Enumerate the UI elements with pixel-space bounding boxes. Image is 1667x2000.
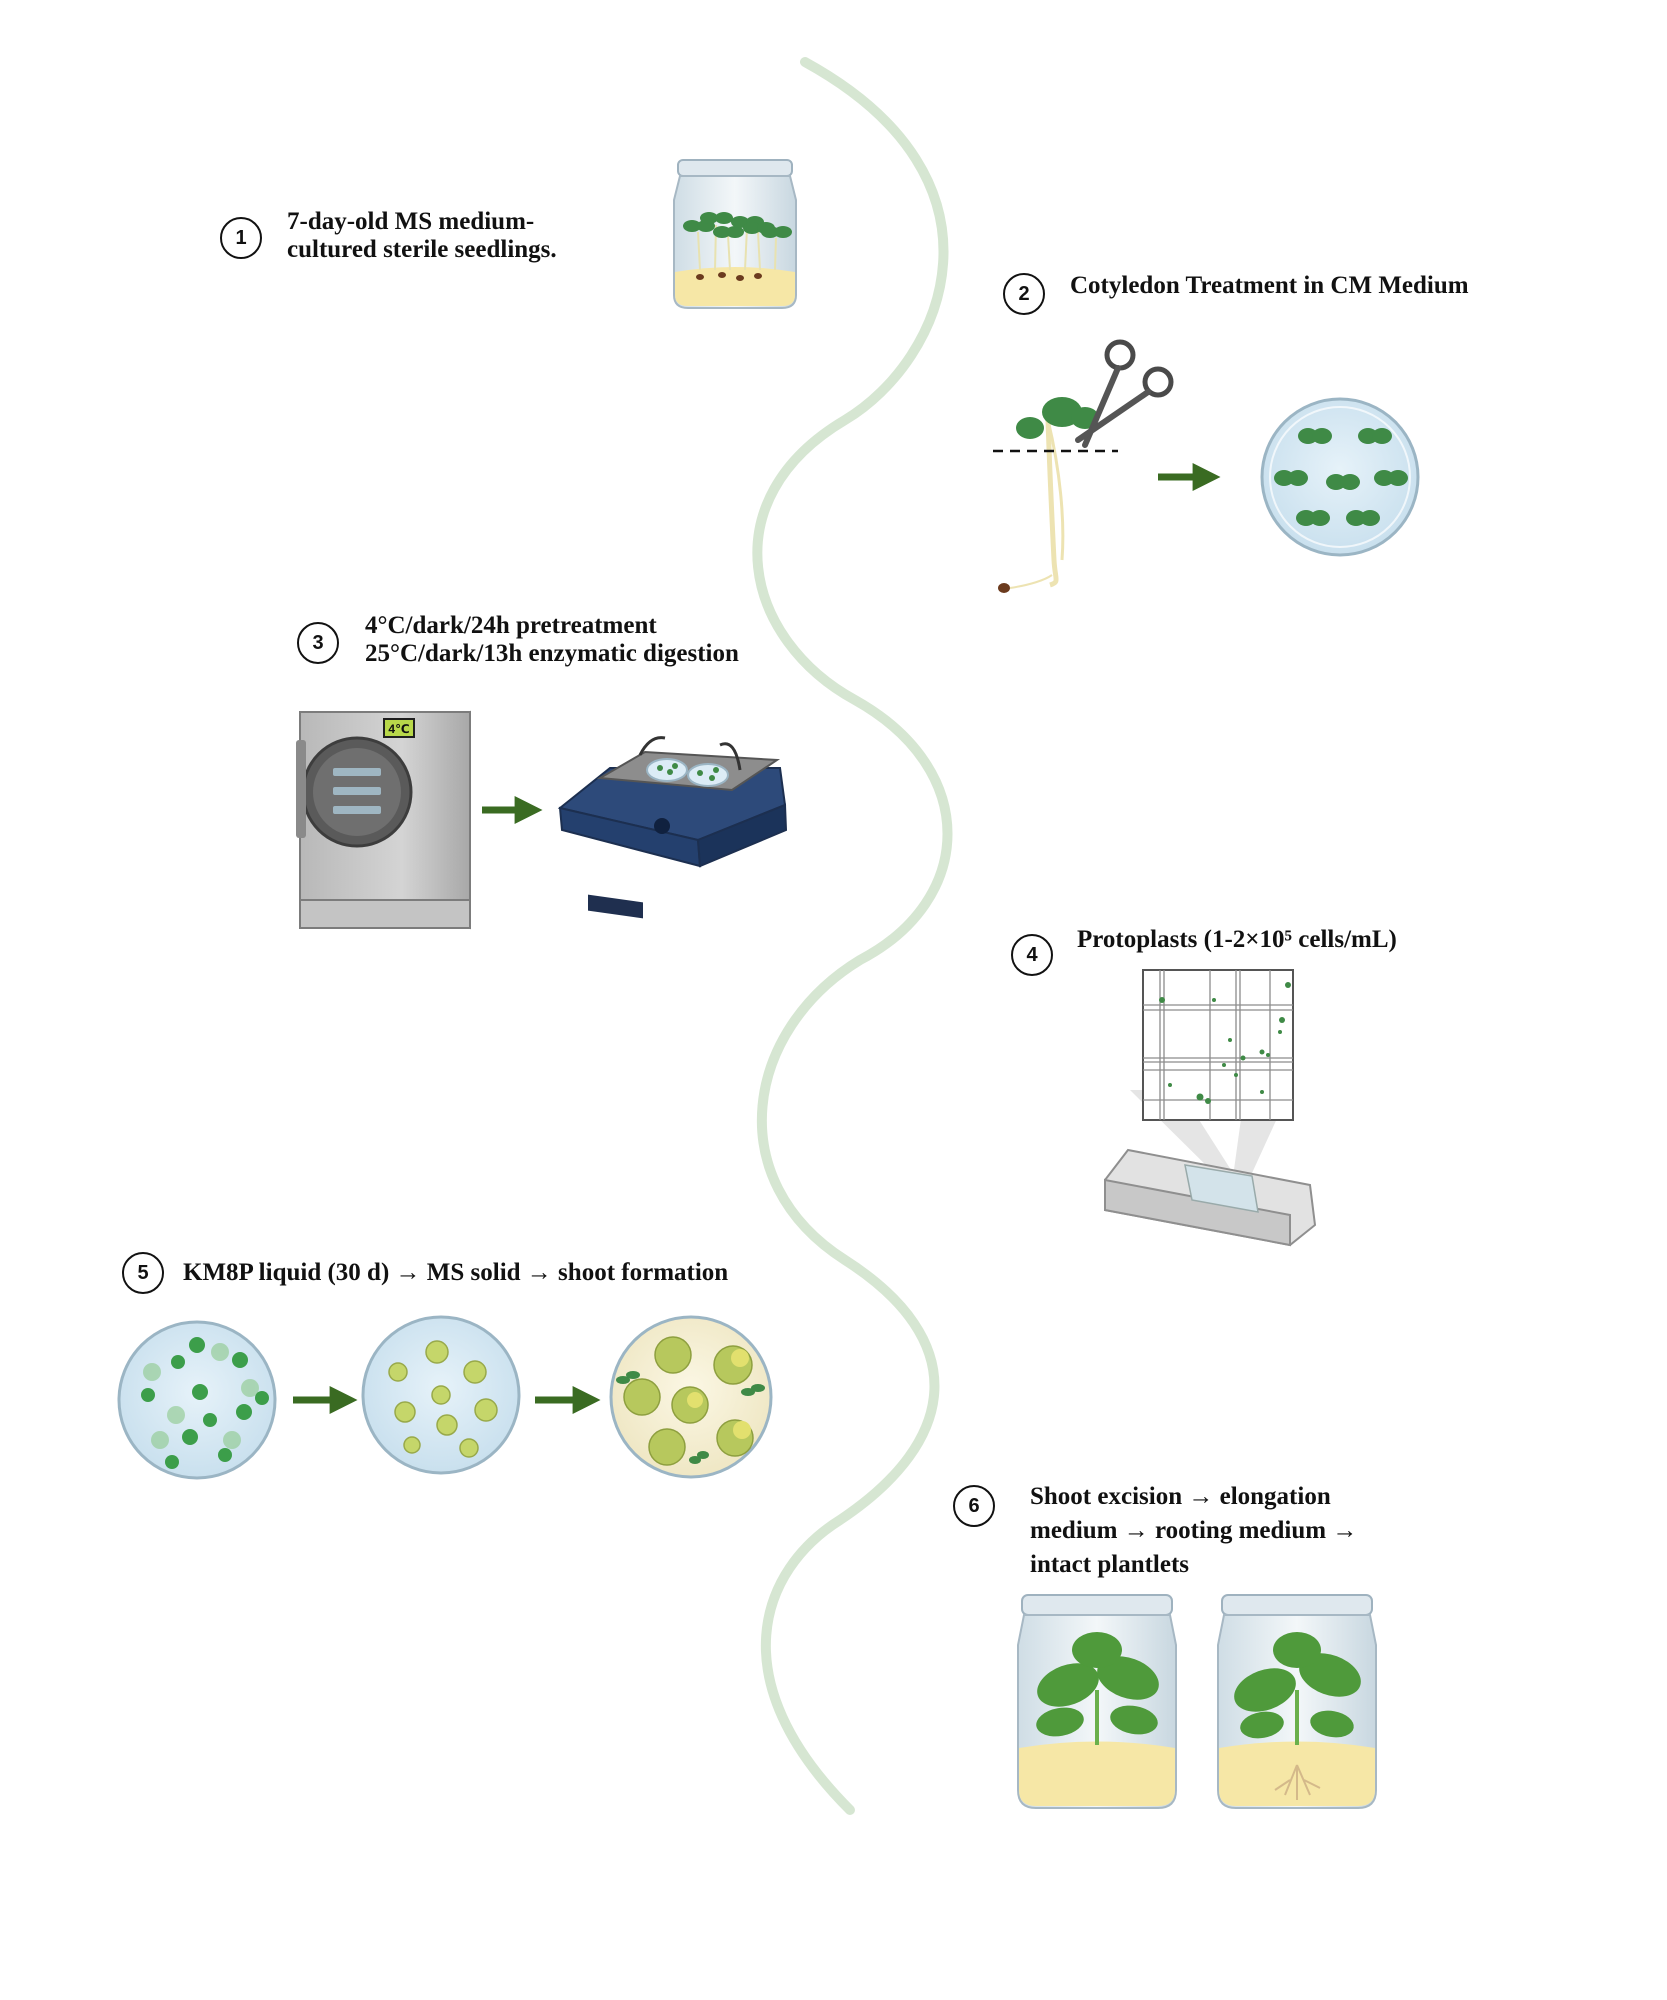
incubator-icon: 4℃: [296, 710, 471, 930]
step-1-number: 1: [220, 217, 262, 259]
protoplast-dish-icon: [117, 1320, 277, 1480]
hemocytometer-icon: [1104, 969, 1317, 1247]
step-4-label: Protoplasts (1-2×10⁵ cells/mL): [1077, 926, 1397, 953]
step-5-label: KM8P liquid (30 d) → MS solid → shoot fo…: [183, 1259, 729, 1286]
callus-dish-icon: [361, 1315, 521, 1475]
wave-divider: [752, 57, 953, 1815]
cotyledon-dish-icon: [1260, 397, 1420, 557]
step-2-label: Cotyledon Treatment in CM Medium: [1070, 272, 1469, 299]
seedling-cut-icon: [993, 339, 1174, 593]
seedling-jar-icon: [673, 159, 797, 309]
step-4-number: 4: [1011, 934, 1053, 976]
shoot-dish-icon: [609, 1315, 773, 1479]
step-2-number: 2: [1003, 273, 1045, 315]
step-1-label: 7-day-old MS medium- cultured sterile se…: [287, 208, 557, 263]
step-3-number: 3: [297, 622, 339, 664]
shaker-icon: [557, 736, 788, 919]
step-3-label: 4°C/dark/24h pretreatment 25°C/dark/13h …: [365, 612, 739, 667]
step-6-number: 6: [953, 1485, 995, 1527]
step-6-label: Shoot excision → elongation medium → roo…: [1030, 1483, 1358, 1578]
step-5-number: 5: [122, 1252, 164, 1294]
incubator-display: 4℃: [388, 722, 409, 736]
plantlet-jar-elongation-icon: [1017, 1594, 1177, 1809]
plantlet-jar-rooting-icon: [1217, 1594, 1377, 1809]
